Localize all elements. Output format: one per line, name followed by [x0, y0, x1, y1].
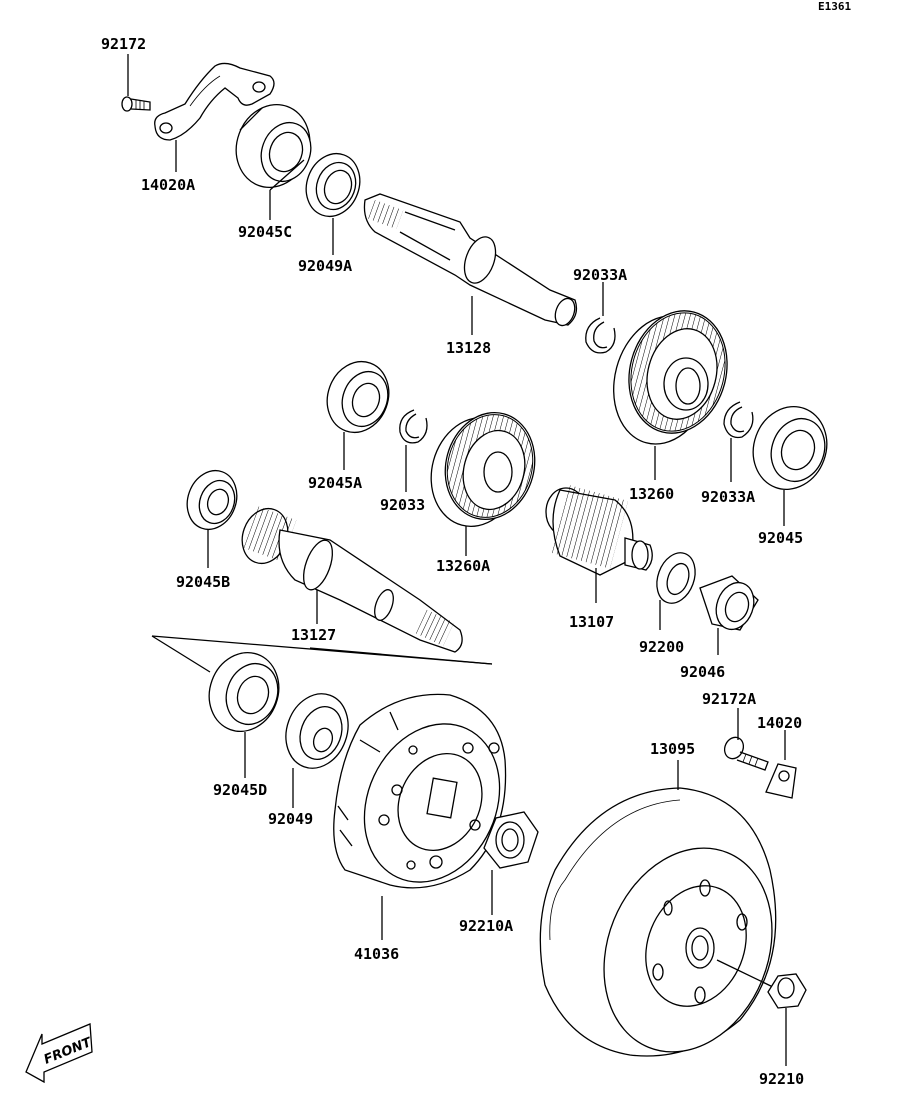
- circlip-92033A-upper: [585, 282, 616, 354]
- label-14020: 14020: [757, 714, 802, 732]
- label-92049A: 92049A: [298, 257, 352, 275]
- bearing-92045D: [208, 652, 280, 778]
- label-92046: 92046: [680, 663, 725, 681]
- label-92049: 92049: [268, 810, 313, 828]
- label-92045B: 92045B: [176, 573, 230, 591]
- label-92033A-upper: 92033A: [573, 266, 627, 284]
- label-13128: 13128: [446, 339, 491, 357]
- label-92033A-lower: 92033A: [701, 488, 755, 506]
- bearing-92045C: [235, 104, 312, 220]
- label-13127: 13127: [291, 626, 336, 644]
- bearing-92045A: [326, 360, 390, 470]
- gear-13260A: [430, 411, 536, 556]
- label-92210A: 92210A: [459, 917, 513, 935]
- label-92045D: 92045D: [213, 781, 267, 799]
- seal-92049A: [305, 152, 361, 255]
- needle-bearing-92046: [699, 575, 759, 655]
- seal-92049: [285, 693, 349, 808]
- nut-92210A: [483, 811, 539, 915]
- bracket-14020A: [154, 62, 275, 172]
- shaft-13127: [241, 506, 463, 653]
- circlip-92033: [399, 409, 428, 492]
- bearing-92045: [752, 406, 828, 526]
- label-13107: 13107: [569, 613, 614, 631]
- label-13260A: 13260A: [436, 557, 490, 575]
- part-labels: 92172 14020A 92045C 92049A 13128 92033A …: [101, 35, 804, 1088]
- assembly-guide-lines: [151, 635, 493, 673]
- clutch-drum-13095: [539, 760, 777, 1057]
- label-92045: 92045: [758, 529, 803, 547]
- label-92200: 92200: [639, 638, 684, 656]
- screw-92172: [121, 54, 151, 112]
- label-14020A: 14020A: [141, 176, 195, 194]
- label-92045A: 92045A: [308, 474, 362, 492]
- gear-13260: [613, 310, 728, 480]
- label-92045C: 92045C: [238, 223, 292, 241]
- label-92172: 92172: [101, 35, 146, 53]
- washer-92200: [656, 552, 696, 630]
- plate-14020: [765, 730, 797, 799]
- front-direction-arrow: FRONT: [25, 1023, 95, 1084]
- label-92172A: 92172A: [702, 690, 756, 708]
- gear-shaft-13107: [545, 485, 653, 603]
- label-92033: 92033: [380, 496, 425, 514]
- label-13260: 13260: [629, 485, 674, 503]
- label-13095: 13095: [650, 740, 695, 758]
- bearing-92045B: [186, 469, 238, 568]
- label-41036: 41036: [354, 945, 399, 963]
- shaft-13128: [363, 193, 578, 335]
- nut-92210: [767, 973, 807, 1066]
- label-92210: 92210: [759, 1070, 804, 1088]
- screw-92172A: [723, 708, 769, 771]
- circlip-92033A-lower: [723, 401, 754, 482]
- clutch-assembly-41036: [333, 693, 507, 940]
- diagram-code: E1361: [818, 0, 851, 13]
